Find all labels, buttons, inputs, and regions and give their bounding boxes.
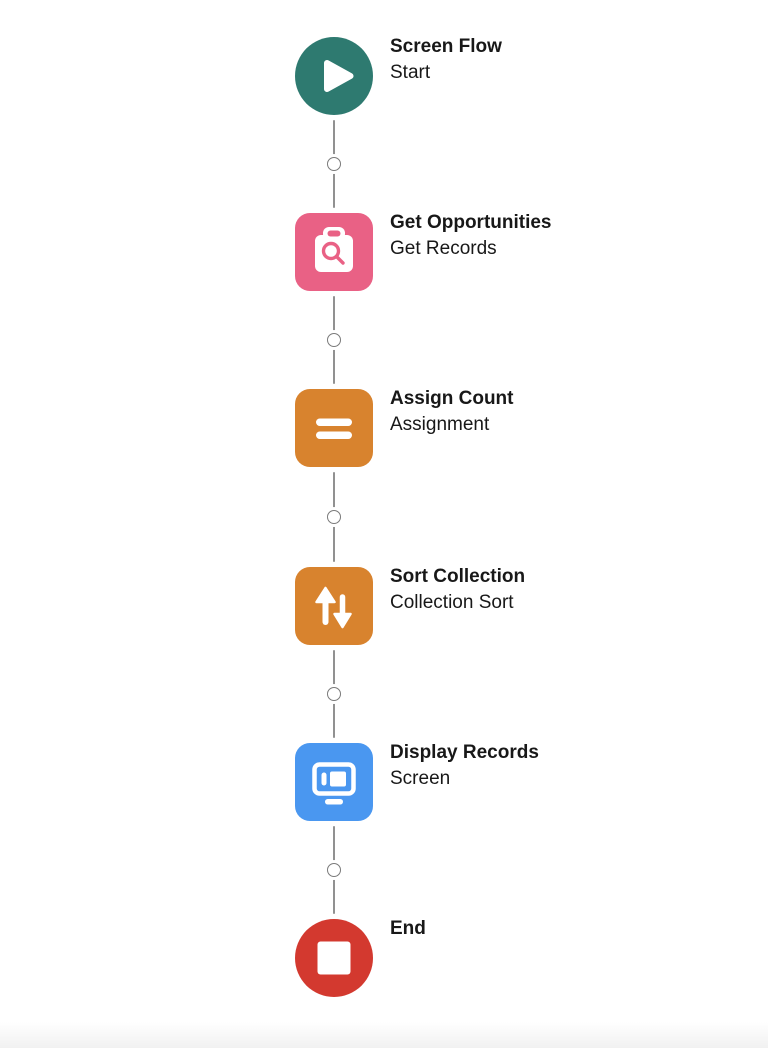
- screen-node-shape[interactable]: [295, 743, 373, 821]
- start-node-shape[interactable]: [295, 37, 373, 115]
- flow-node-display-records: Display Records Screen: [295, 742, 695, 821]
- connector-1: [327, 120, 341, 208]
- connector-4: [327, 650, 341, 738]
- connector-3: [327, 472, 341, 562]
- record-lookup-icon: [295, 213, 373, 291]
- connector-5: [327, 826, 341, 914]
- node-title: Display Records: [390, 742, 539, 763]
- assignment-node-shape[interactable]: [295, 389, 373, 467]
- node-subtitle: Start: [390, 62, 431, 83]
- equals-icon: [295, 389, 373, 467]
- add-element-button[interactable]: [327, 157, 341, 171]
- canvas-bottom-edge: [0, 1022, 768, 1048]
- node-title: Get Opportunities: [390, 212, 552, 233]
- node-subtitle: Assignment: [390, 414, 490, 435]
- play-icon: [295, 37, 373, 115]
- get-records-node-shape[interactable]: [295, 213, 373, 291]
- node-title: Sort Collection: [390, 566, 526, 587]
- flow-node-assign-count: Assign Count Assignment: [295, 388, 695, 467]
- add-element-button[interactable]: [327, 687, 341, 701]
- flow-node-sort-collection: Sort Collection Collection Sort: [295, 566, 695, 645]
- node-subtitle: Collection Sort: [390, 592, 514, 613]
- connector-2: [327, 296, 341, 384]
- flow-node-get-opportunities: Get Opportunities Get Records: [295, 212, 695, 291]
- add-element-button[interactable]: [327, 863, 341, 877]
- sort-arrows-icon: [295, 567, 373, 645]
- node-subtitle: Screen: [390, 768, 451, 789]
- add-element-button[interactable]: [327, 333, 341, 347]
- node-title: End: [390, 918, 426, 939]
- end-node-shape[interactable]: [295, 919, 373, 997]
- add-element-button[interactable]: [327, 510, 341, 524]
- screen-icon: [295, 743, 373, 821]
- stop-square-icon: [295, 919, 373, 997]
- flow-node-end: End: [295, 918, 695, 997]
- node-title: Screen Flow: [390, 36, 502, 57]
- collection-sort-node-shape[interactable]: [295, 567, 373, 645]
- flow-node-start: Screen Flow Start: [295, 36, 695, 115]
- node-subtitle: Get Records: [390, 238, 497, 259]
- node-title: Assign Count: [390, 388, 514, 409]
